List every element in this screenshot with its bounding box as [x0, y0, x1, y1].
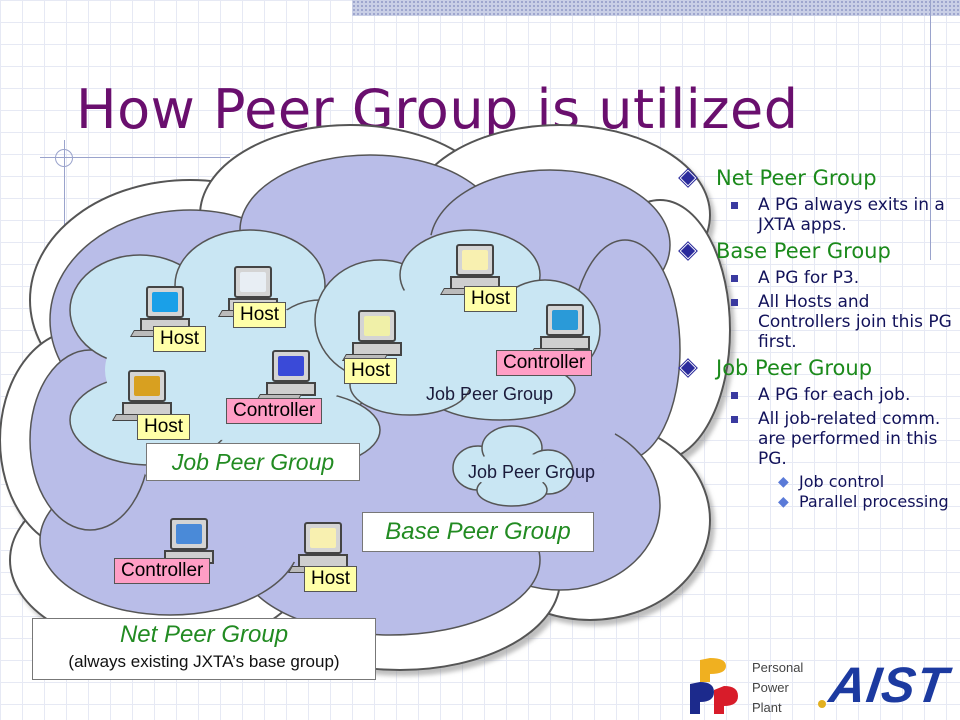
job-peer-group-label: Job Peer Group [468, 462, 596, 482]
controller-computer-icon [255, 350, 316, 401]
bullet-item: All Hosts and Controllers join this PG f… [678, 292, 958, 352]
ppp-logo-icon [690, 658, 738, 714]
bullet-heading: Net Peer Group [678, 166, 958, 190]
host-computer-icon [111, 370, 172, 421]
aist-logo: AIST [826, 657, 952, 713]
net-peer-group-box: Net Peer Group (always existing JXTA’s b… [32, 618, 376, 680]
bullet-subitem: ◆Job control [778, 472, 885, 491]
bullet-item: All job-related comm. are performed in t… [678, 409, 958, 469]
aist-dot-icon [818, 700, 826, 708]
top-decor-bar [352, 0, 960, 16]
ppp-logo-text: Personal Power Plant [752, 660, 804, 715]
net-peer-group-note: (always existing JXTA’s base group) [68, 652, 340, 671]
bullet-item: A PG for each job. [678, 385, 958, 405]
host-label: Host [137, 414, 191, 440]
bullet-heading: Job Peer Group [678, 356, 958, 380]
net-peer-group-label: Net Peer Group [119, 621, 289, 648]
title-decor-circle [55, 149, 73, 167]
job-peer-group-label: Job Peer Group [426, 384, 554, 404]
title-decor-vline [64, 140, 65, 270]
controller-computer-icon [529, 304, 590, 355]
controller-label: Controller [496, 350, 593, 376]
host-label: Host [464, 286, 518, 312]
host-label: Host [233, 302, 287, 328]
right-decor-line [930, 0, 931, 260]
controller-label: Controller [114, 558, 211, 584]
base-peer-group-label: Base Peer Group [385, 518, 571, 545]
host-computer-icon [341, 310, 402, 361]
job-peer-group-box-label: Job Peer Group [171, 449, 335, 475]
bullet-item: A PG always exits in a JXTA apps. [678, 195, 958, 235]
title-decor-line [40, 157, 230, 158]
bullet-heading: Base Peer Group [678, 239, 958, 263]
base-peer-group-box: Base Peer Group [362, 512, 594, 552]
host-label: Host [344, 358, 398, 384]
host-label: Host [153, 326, 207, 352]
slide-title: How Peer Group is utilized [76, 78, 799, 141]
job-peer-group-cloud-3 [452, 425, 574, 507]
host-computer-icon [439, 244, 500, 295]
bullet-subitem: ◆Parallel processing [778, 492, 949, 511]
bullet-list: Net Peer Group A PG always exits in a JX… [678, 166, 958, 513]
host-label: Host [304, 566, 358, 592]
job-peer-group-box: Job Peer Group [146, 443, 360, 481]
host-computer-icon [287, 522, 348, 573]
bullet-item: A PG for P3. [678, 268, 958, 288]
controller-label: Controller [226, 398, 323, 424]
